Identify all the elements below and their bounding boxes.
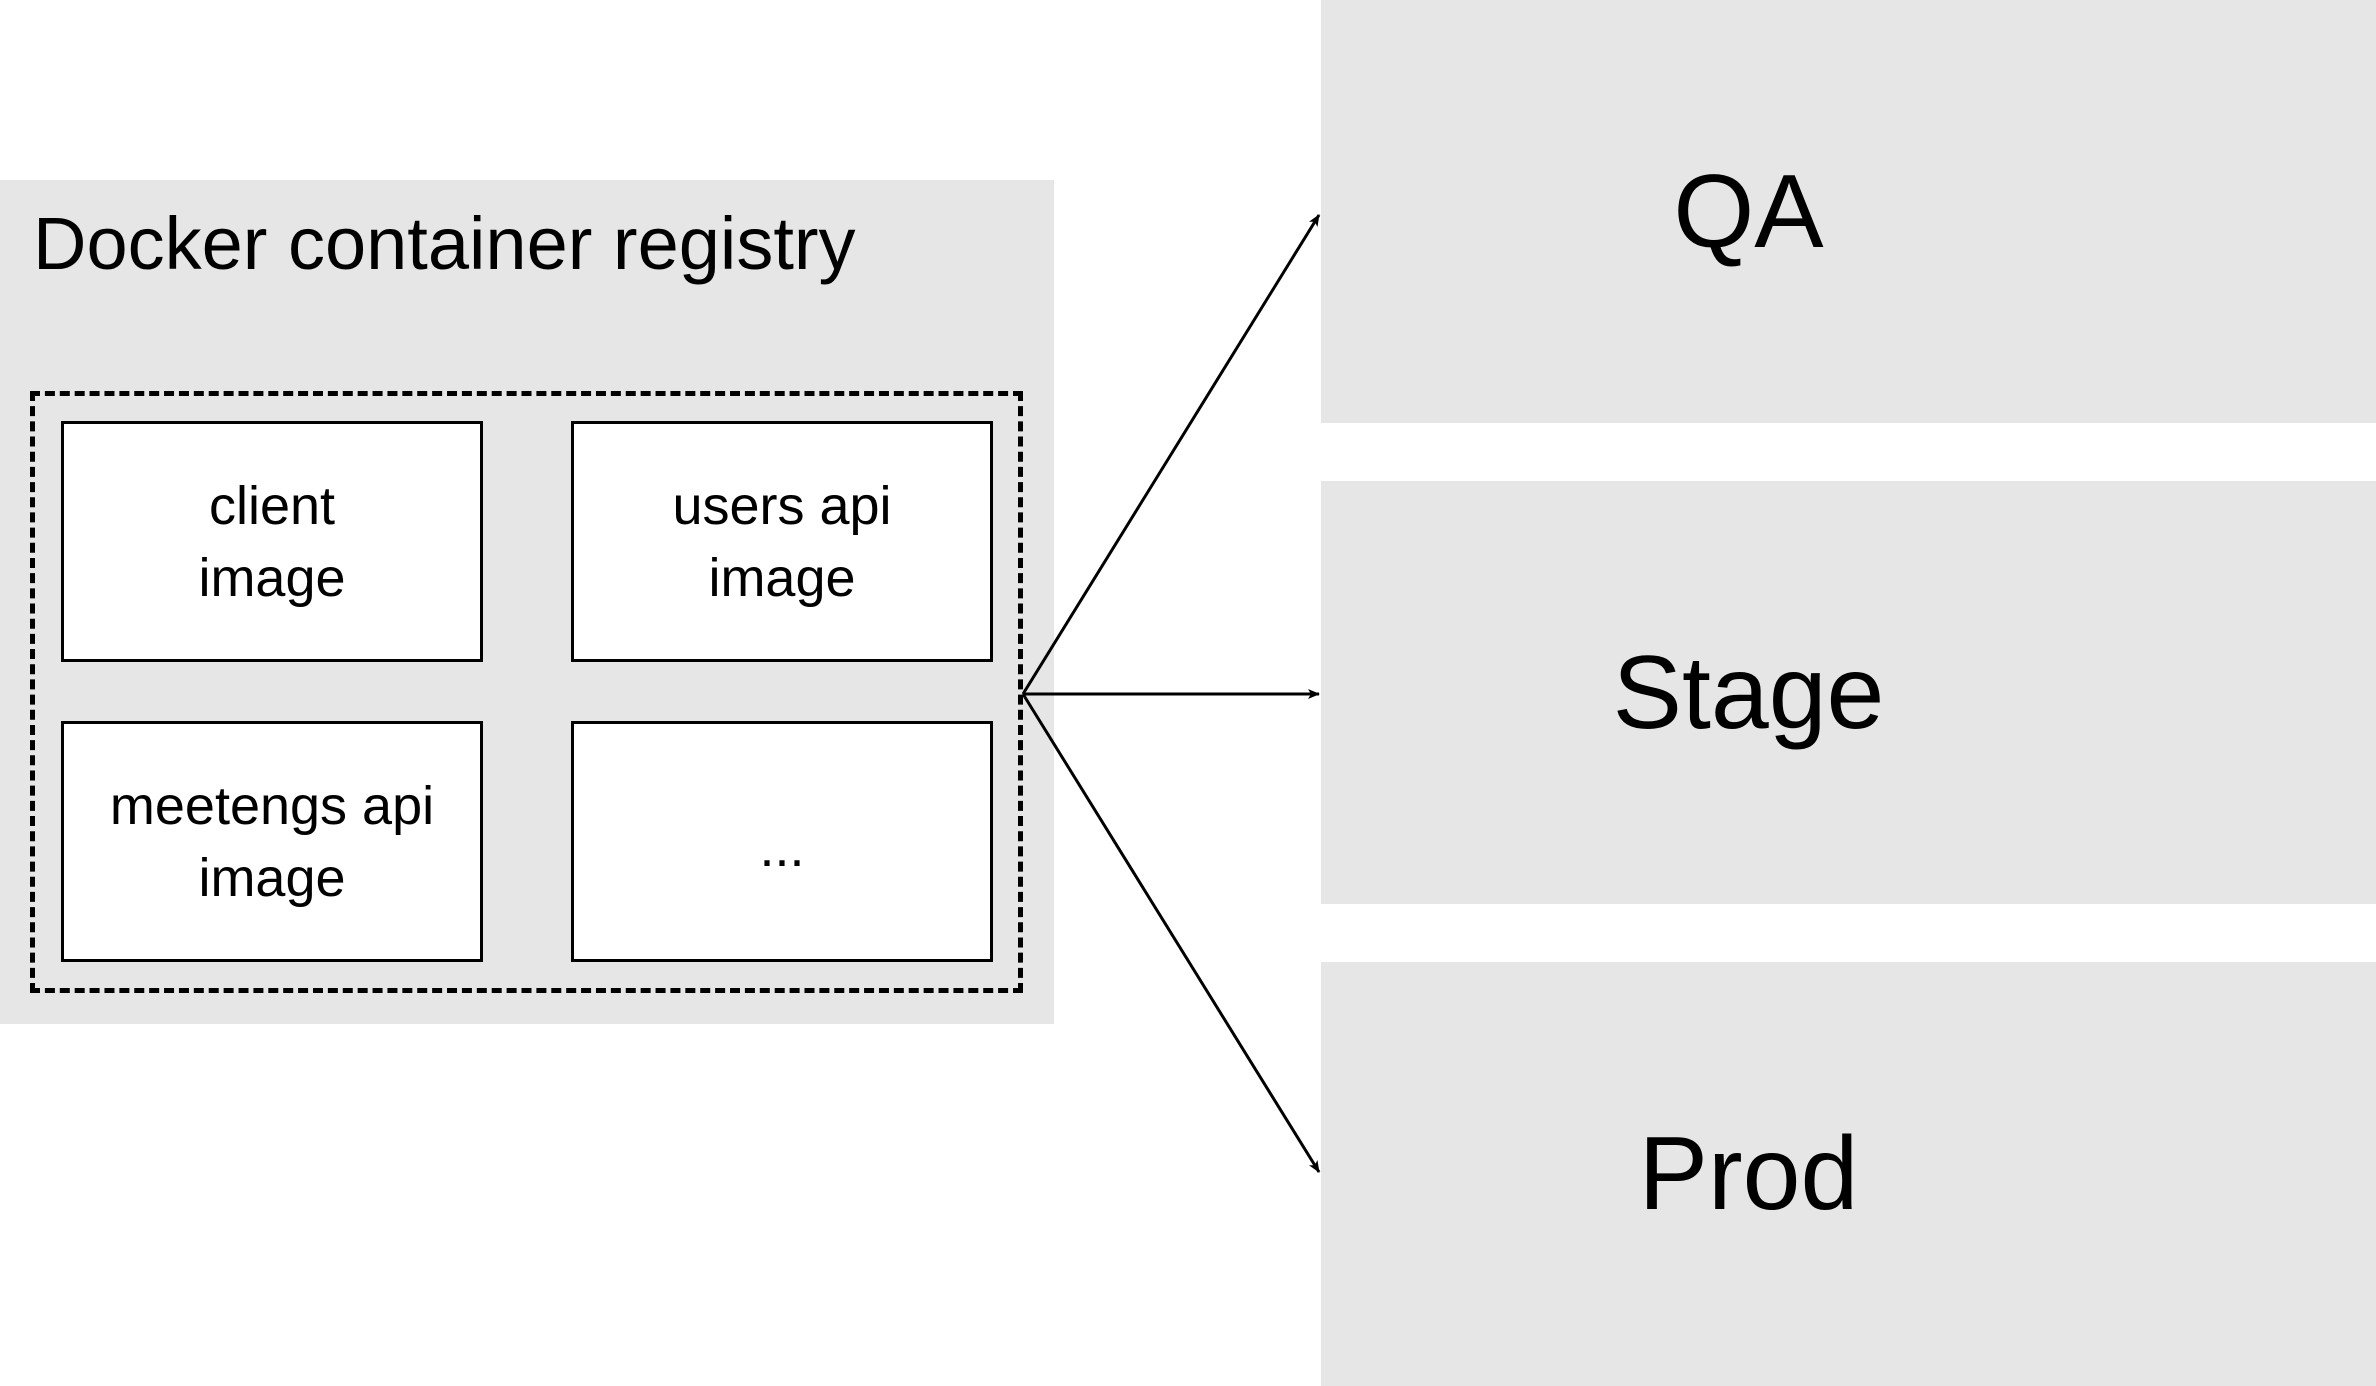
stage-label: Stage (1612, 634, 1885, 751)
prod-label: Prod (1638, 1116, 1859, 1232)
users-api-image-box: users api image (571, 421, 993, 662)
meetengs-api-image-label: meetengs api image (109, 775, 435, 908)
qa-environment-box: QA (1321, 0, 2376, 423)
prod-environment-box: Prod (1321, 962, 2376, 1386)
meetengs-api-image-box: meetengs api image (61, 721, 483, 962)
qa-label: QA (1673, 153, 1824, 270)
arrow-to-prod (1021, 693, 1321, 1173)
client-image-label: client image (198, 475, 346, 608)
arrow-to-qa (1021, 214, 1321, 695)
more-images-box: ... (571, 721, 993, 962)
images-group (30, 391, 1023, 993)
users-api-image-label: users api image (672, 475, 892, 608)
registry-title: Docker container registry (33, 202, 856, 285)
more-images-label: ... (759, 817, 805, 878)
client-image-box: client image (61, 421, 483, 662)
stage-environment-box: Stage (1321, 481, 2376, 904)
